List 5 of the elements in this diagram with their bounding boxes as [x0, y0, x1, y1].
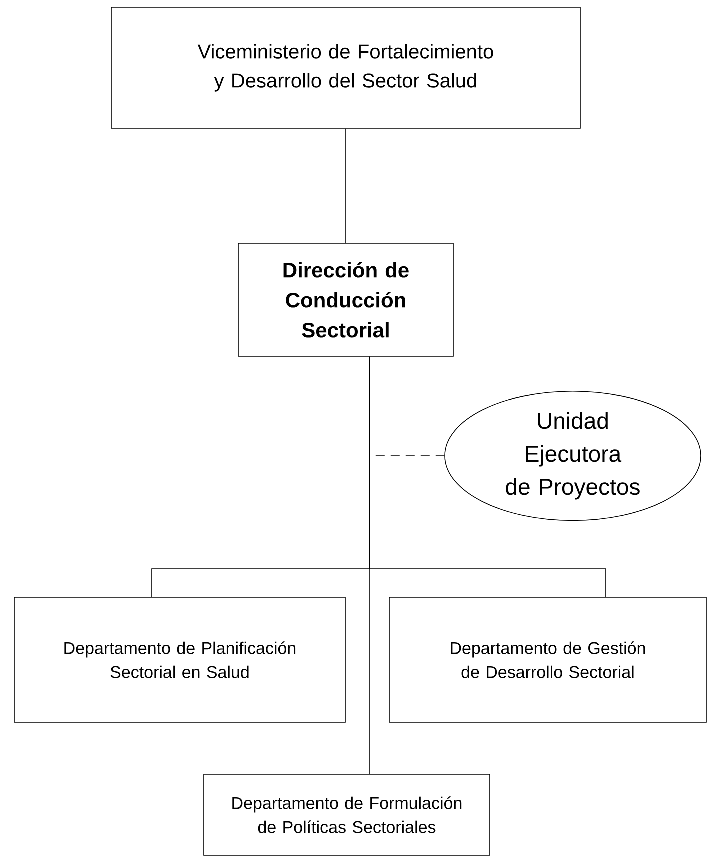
department-box: Departamento de Gestión de Desarrollo Sectorial — [389, 597, 707, 723]
org-box: Viceministerio de Fortalecimiento y Desarrollo del Sector Salud — [111, 7, 581, 129]
department-box: Departamento de Planificación Sectorial en Salud — [14, 597, 346, 723]
org-box: Dirección de Conducción Sectorial — [238, 243, 454, 357]
department-box: Departamento de Formulación de Políticas Sectoriales — [204, 774, 490, 856]
